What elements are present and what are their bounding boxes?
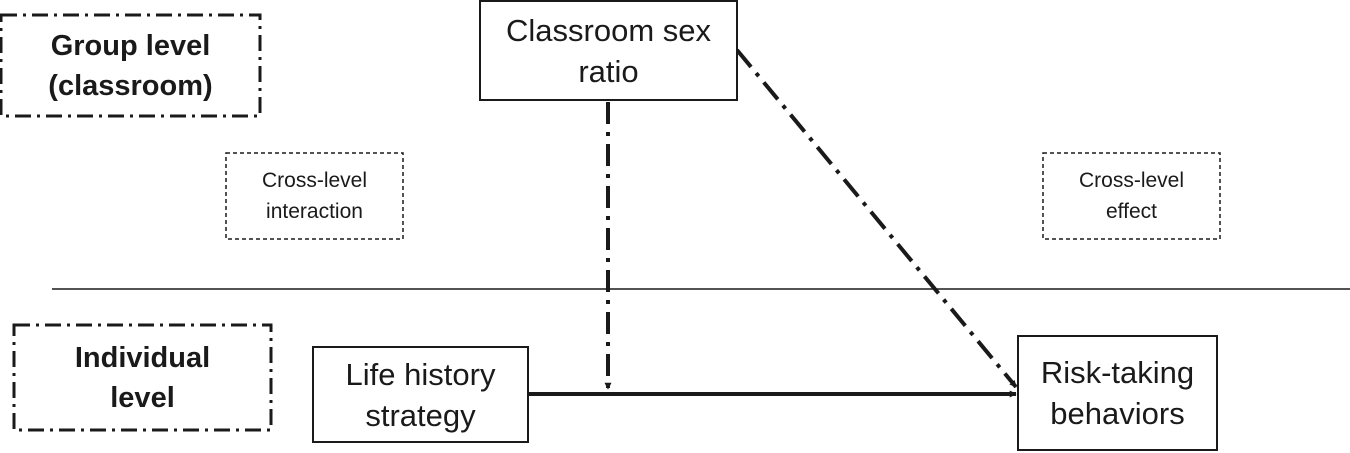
group-level-label: Group level (classroom) <box>1 15 260 116</box>
individual-level-line-2: level <box>110 381 175 414</box>
cross-level-effect-line-1: Cross-level <box>1078 169 1185 192</box>
cross-level-effect-arrow <box>735 48 1018 389</box>
life-history-strategy-line-1: Life history <box>345 356 496 392</box>
life-history-strategy-node: Life history strategy <box>312 346 529 443</box>
cross-level-effect-line-2: effect <box>1106 200 1157 223</box>
cross-level-effect-label: Cross-level effect <box>1043 153 1220 239</box>
risk-taking-behaviors-line-2: behaviors <box>1050 396 1185 431</box>
cross-level-interaction-line-1: Cross-level <box>261 169 368 192</box>
cross-level-interaction-line-2: interaction <box>266 200 363 223</box>
group-level-line-2: (classroom) <box>48 69 213 102</box>
individual-level-line-1: Individual <box>74 341 211 374</box>
group-level-frame <box>0 13 262 118</box>
classroom-sex-ratio-line-2: ratio <box>578 53 639 89</box>
risk-taking-behaviors-line-1: Risk-taking <box>1040 355 1195 390</box>
group-level-line-1: Group level <box>50 29 211 62</box>
cross-level-interaction-label: Cross-level interaction <box>226 153 403 239</box>
individual-level-frame <box>12 323 273 432</box>
classroom-sex-ratio-line-1: Classroom sex <box>506 12 711 48</box>
cross-level-interaction-frame <box>225 152 404 240</box>
cross-level-effect-frame <box>1042 152 1221 240</box>
classroom-sex-ratio-node: Classroom sex ratio <box>479 0 738 101</box>
risk-taking-behaviors-node: Risk-taking behaviors <box>1017 335 1218 451</box>
individual-level-label: Individual level <box>14 325 271 430</box>
life-history-strategy-line-2: strategy <box>365 397 476 433</box>
